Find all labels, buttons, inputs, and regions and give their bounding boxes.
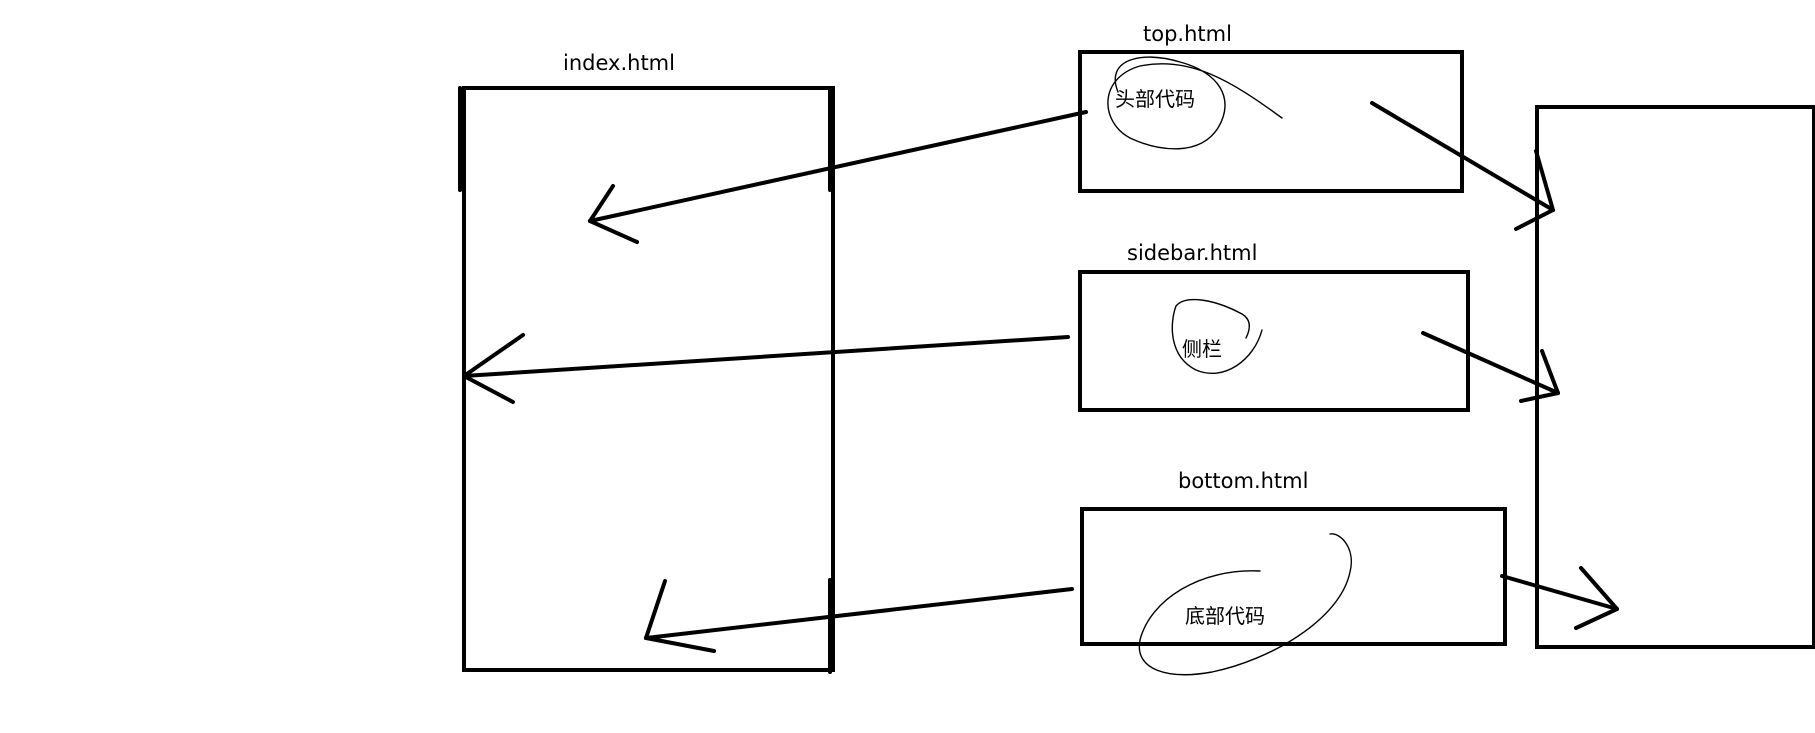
bottom-box (1080, 507, 1507, 646)
top-label: top.html (1143, 22, 1232, 46)
bottom-content-circle (1138, 533, 1352, 676)
sidebar-box (1078, 270, 1470, 412)
arrow-sidebar-to-output (1421, 331, 1560, 403)
top-content-text: 头部代码 (1115, 87, 1195, 111)
arrow-sidebar-to-index (462, 333, 1070, 404)
top-box (1078, 50, 1464, 193)
sidebar-label: sidebar.html (1127, 241, 1257, 265)
arrow-bottom-to-output (1500, 566, 1619, 630)
bottom-label: bottom.html (1178, 469, 1308, 493)
arrow-top-to-output (1370, 101, 1555, 231)
sidebar-content-text: 侧栏 (1182, 337, 1222, 361)
output-box (1535, 105, 1815, 649)
sidebar-content-circle (1171, 298, 1263, 375)
index-box (458, 86, 835, 674)
bottom-content-text: 底部代码 (1185, 604, 1265, 628)
arrow-bottom-to-index (644, 579, 1074, 653)
arrow-top-to-index (588, 110, 1088, 244)
top-content-circle (1107, 56, 1283, 150)
index-label: index.html (563, 51, 675, 75)
